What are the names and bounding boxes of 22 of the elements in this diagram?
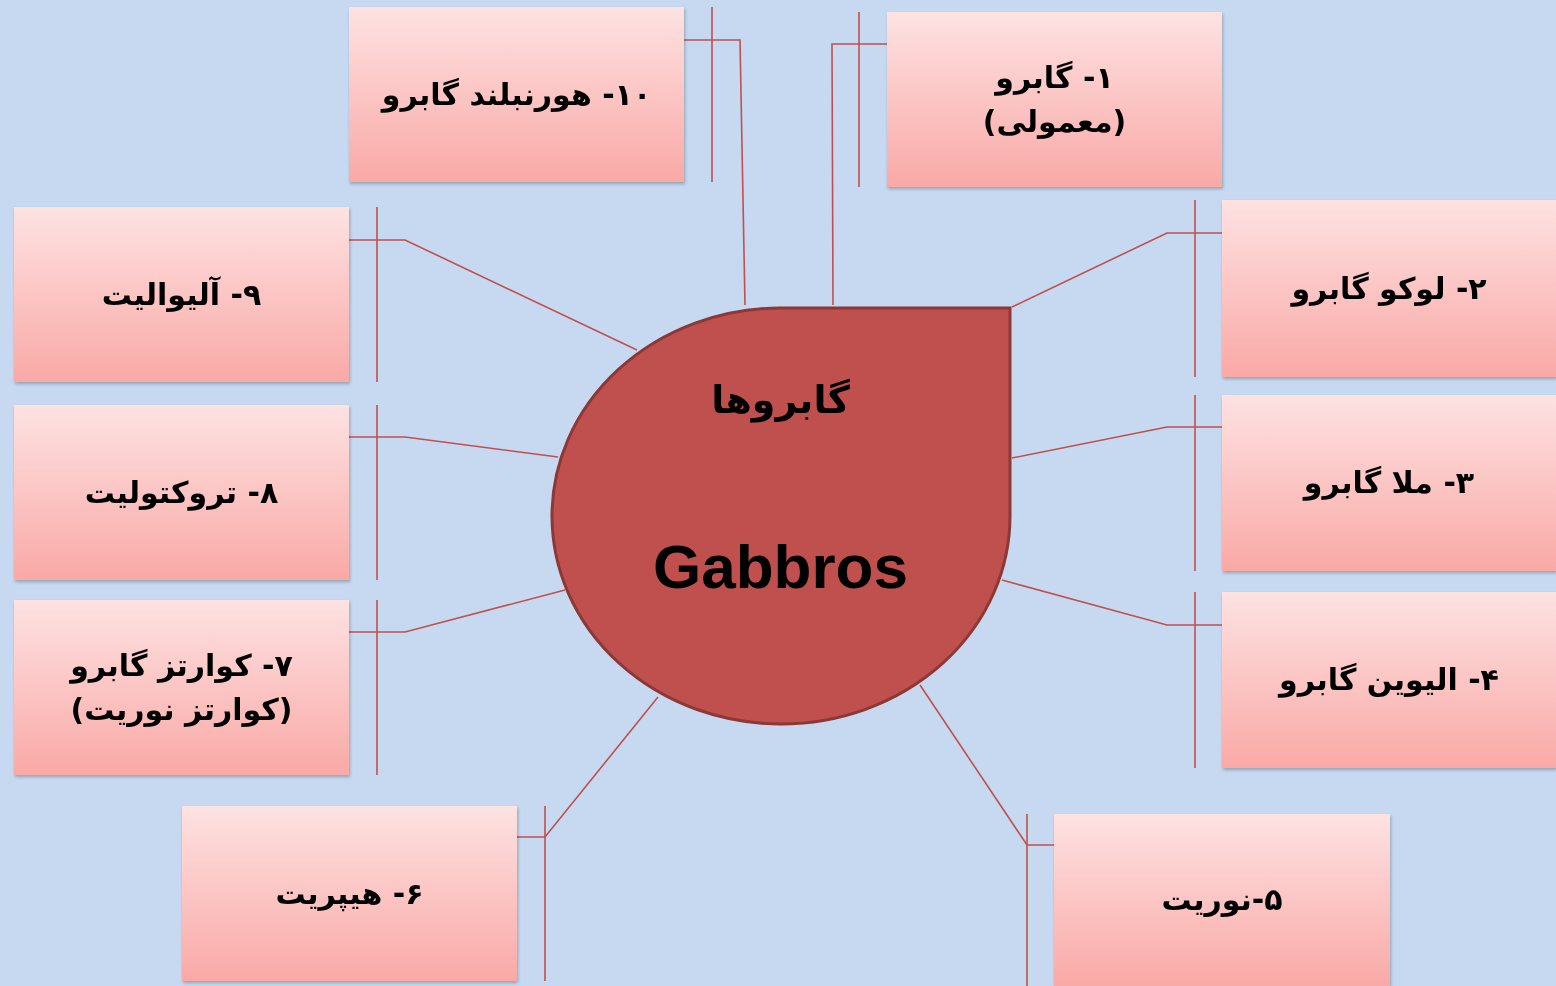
connector-line <box>831 11 888 306</box>
connector-line <box>516 696 659 982</box>
connector-line <box>1001 579 1223 769</box>
connector-line <box>1011 199 1223 378</box>
connector-line <box>348 404 559 581</box>
text-box: ۱۰- هورنبلند گابرو <box>349 7 684 182</box>
title-text: گابروها <box>710 378 851 422</box>
connector-line <box>348 206 638 383</box>
text-box: ۸- تروکتولیت <box>14 405 349 580</box>
text-box: ۵-نوریت <box>1054 814 1390 986</box>
connector-line <box>919 684 1055 986</box>
text-box: ۲- لوکو گابرو <box>1222 200 1556 377</box>
connector-line <box>683 6 746 306</box>
text-box: ۳- ملا گابرو <box>1222 395 1556 571</box>
subtitle-text: Gabbros <box>652 531 909 602</box>
connector-line <box>1011 394 1223 572</box>
text-box: ۹- آلیوالیت <box>14 207 349 382</box>
text-box: ۷- کوارتز گابرو (کوارتز نوریت) <box>14 600 349 775</box>
text-box: ۶- هیپریت <box>182 806 517 981</box>
text-box: ۱- گابرو (معمولی) <box>887 12 1222 187</box>
connector-line <box>348 589 566 776</box>
text-box: ۴- الیوین گابرو <box>1222 592 1556 768</box>
